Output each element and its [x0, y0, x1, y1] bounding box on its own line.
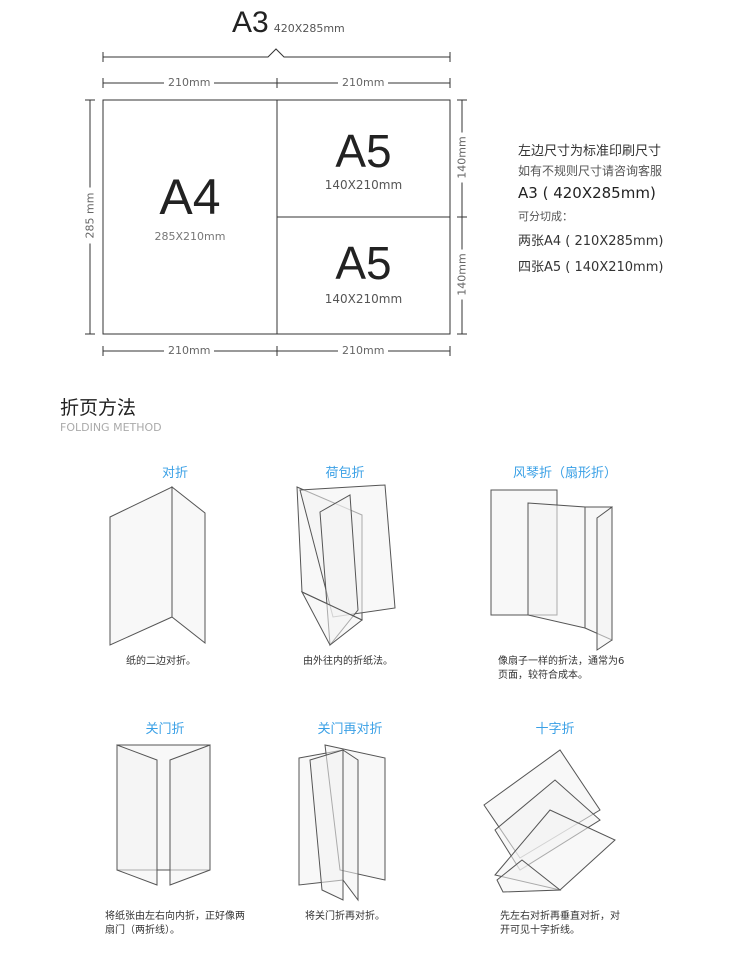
a5-bottom-size: 140X210mm — [324, 292, 403, 306]
fold-desc-wrap: 由外往内的折纸法。 — [303, 656, 393, 667]
dim-bottom-right: 210mm — [338, 344, 389, 357]
dim-top-right: 210mm — [338, 76, 389, 89]
section-title: 折页方法 — [60, 397, 137, 419]
section-subtitle: FOLDING METHOD — [60, 421, 162, 434]
fold-half-illustration — [109, 485, 206, 646]
fold-title-wrap: 荷包折 — [325, 466, 365, 481]
a5-top-size: 140X210mm — [324, 178, 403, 192]
note-custom: 如有不规则尺寸请咨询客服 — [518, 164, 663, 178]
fold-accordion-illustration — [490, 489, 613, 651]
fold-cross-illustration — [483, 749, 616, 893]
fold-title-half: 对折 — [161, 466, 188, 481]
fold-desc-accordion: 像扇子一样的折法，通常为6页面，较符合成本。 — [498, 656, 625, 681]
dim-bottom-left: 210mm — [164, 344, 215, 357]
fold-gate-illustration — [116, 744, 211, 886]
note-standard: 左边尺寸为标准印刷尺寸 — [518, 144, 662, 159]
a5-top-label: A5 — [335, 125, 392, 177]
dim-top-left: 210mm — [164, 76, 215, 89]
fold-title-cross: 十字折 — [535, 722, 575, 737]
a3-size: 420X285mm — [273, 22, 345, 35]
fold-desc-gate: 将纸张由左右向内折，正好像两扇门（两折线）。 — [105, 911, 245, 936]
a3-heading: A3 420X285mm — [232, 8, 362, 38]
a4-label: A4 — [159, 169, 221, 225]
fold-gate-double-illustration — [298, 744, 386, 902]
a5-bottom-label: A5 — [335, 237, 392, 289]
fold-wrap-illustration — [296, 484, 396, 647]
a3-label: A3 — [232, 6, 269, 39]
fold-desc-half: 纸的二边对折。 — [126, 656, 196, 667]
note-a5: 四张A5 ( 140X210mm) — [518, 260, 664, 275]
a5-bottom-block: A5 140X210mm — [277, 240, 450, 306]
fold-title-gate: 关门折 — [145, 722, 185, 737]
fold-title-gate-double: 关门再对折 — [317, 722, 383, 737]
a4-size: 285X210mm — [154, 230, 226, 243]
a5-top-block: A5 140X210mm — [277, 128, 450, 192]
a4-block: A4 285X210mm — [103, 172, 277, 243]
note-a4: 两张A4 ( 210X285mm) — [518, 234, 664, 249]
fold-title-accordion: 风琴折（扇形折） — [512, 466, 617, 481]
note-cut: 可分切成： — [518, 210, 573, 223]
fold-desc-cross: 先左右对折再垂直对折，对开可见十字折线。 — [500, 911, 620, 936]
note-a3: A3 ( 420X285mm) — [518, 184, 656, 202]
fold-desc-gate-double: 将关门折再对折。 — [305, 911, 385, 922]
side-notes: 左边尺寸为标准印刷尺寸 如有不规则尺寸请咨询客服 A3 ( 420X285mm)… — [518, 140, 738, 278]
